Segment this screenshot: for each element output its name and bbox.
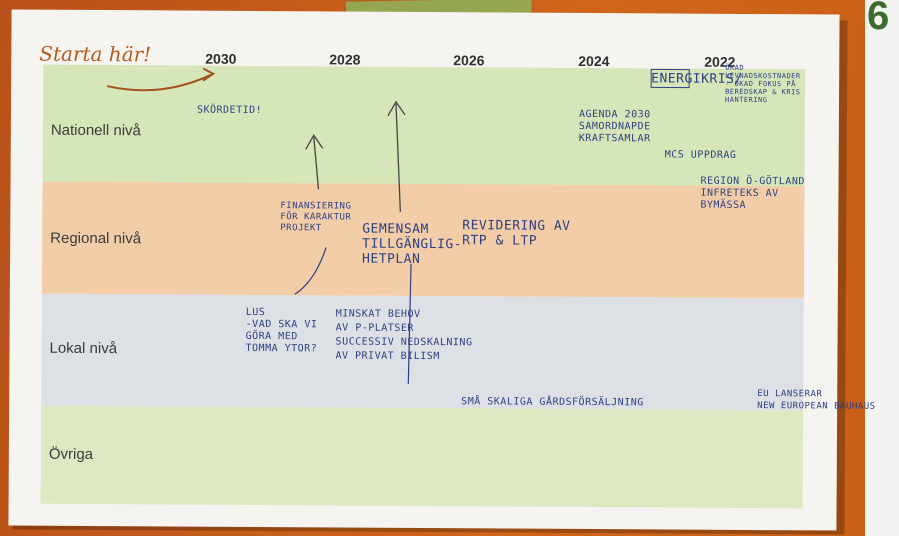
note-mcs: MCS UPPDRAG <box>664 149 737 161</box>
note-region: REGION Ö-GÖTLAND INFRETEKS AV BYMÄSSA <box>700 175 805 211</box>
adjacent-card: 6 <box>865 0 899 536</box>
row-label-local: Lokal nivå <box>49 339 118 358</box>
note-finansiering: FINANSIERING FÖR KARAKTUR PROJEKT <box>280 201 352 234</box>
note-revidering: REVIDERING AV RTP & LTP <box>462 218 571 249</box>
year-2024: 2024 <box>578 52 610 70</box>
row-band-other <box>40 405 804 509</box>
note-vad-ska-vi: LUS -VAD SKA VI GÖRA MED TOMMA YTOR? <box>245 306 318 355</box>
timeline-card: Starta här! 2030 2028 2026 2024 2022 Nat… <box>8 9 876 531</box>
note-gemensam: GEMENSAM TILLGÄNGLIG- HETPLAN <box>362 221 463 267</box>
note-agenda-2030: AGENDA 2030 SAMORDNAPDE KRAFTSAMLAR <box>578 108 651 145</box>
note-sma-skaliga: SMÅ SKALIGA GÅRDSFÖRSÄLJNING <box>461 396 644 409</box>
row-label-national: Nationell nivå <box>50 121 141 140</box>
note-skordetid: SKÖRDETID! <box>196 104 263 117</box>
year-2028: 2028 <box>329 51 361 68</box>
year-2026: 2026 <box>453 52 485 69</box>
note-energikris-detail: ÖKAD LEVNADSKOSTNADER - ÖKAD FOKUS PÅ BE… <box>725 63 801 105</box>
row-label-other: Övriga <box>48 445 94 463</box>
row-label-regional: Regional nivå <box>50 229 142 248</box>
note-minskat: MINSKAT BEHOV AV P-PLATSER SUCCESSIV NED… <box>335 308 473 363</box>
year-2030: 2030 <box>205 50 237 67</box>
note-eu: EU LANSERAR NEW EUROPEAN BAUHAUS <box>757 389 876 412</box>
card-number: 6 <box>867 0 890 38</box>
start-label: Starta här! <box>39 41 152 67</box>
